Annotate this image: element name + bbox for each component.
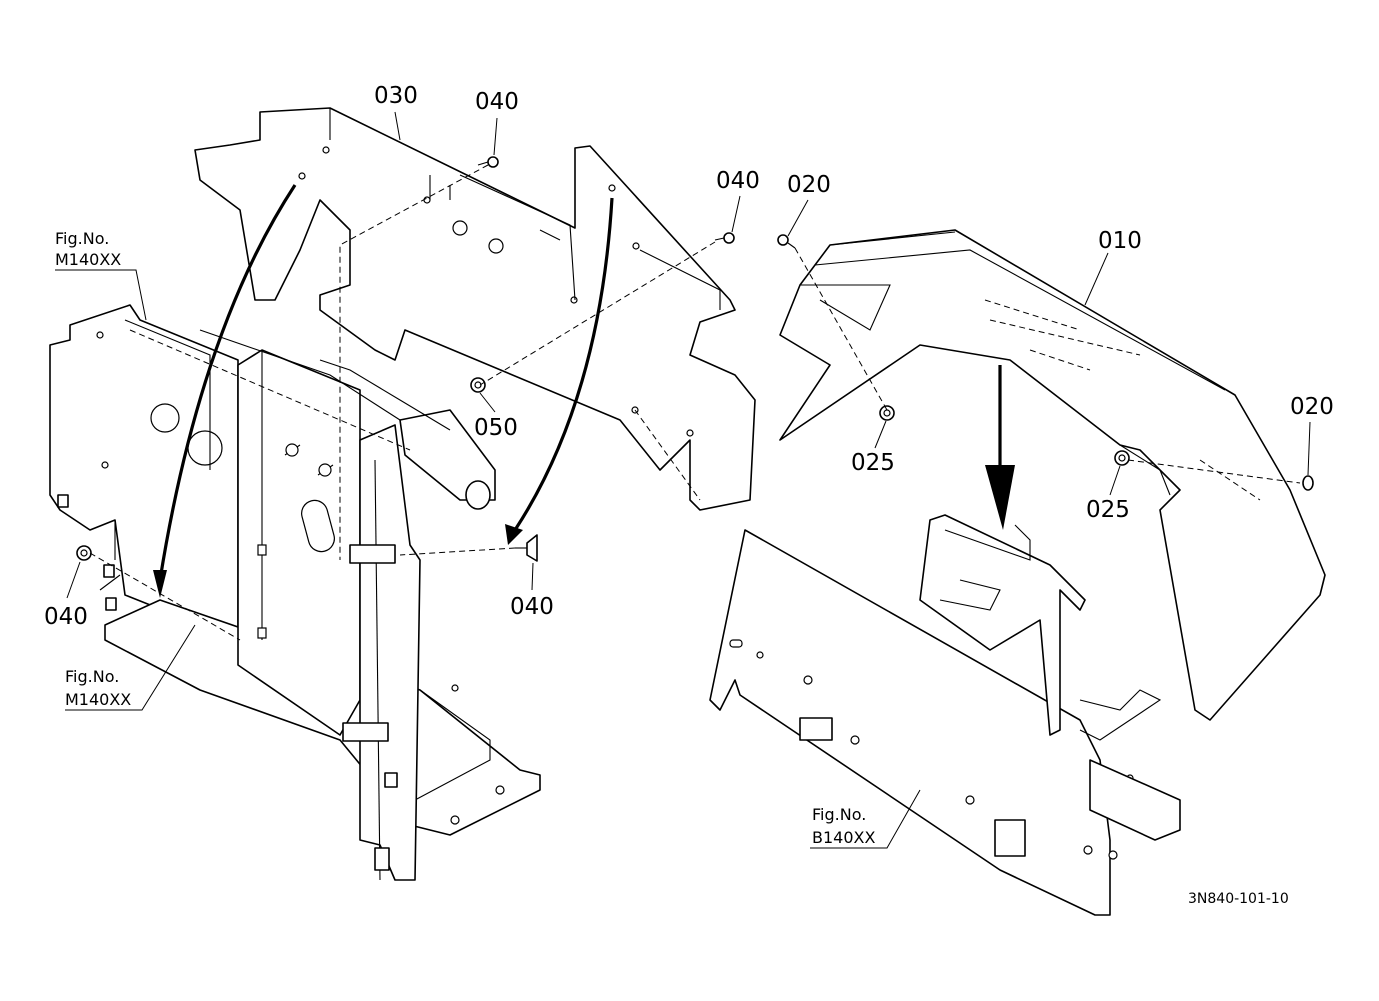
part-labels: 030 040 040 020 010 050 025 020 025 040 … [44,83,1334,630]
label-020-left: 020 [787,172,831,198]
leader-lines [55,111,1311,849]
panel-030 [194,107,756,511]
label-030: 030 [374,83,418,109]
ref-top-left-title: Fig.No. [55,229,109,248]
ref-top-left-code: M140XX [55,250,121,269]
cover-010 [779,229,1326,721]
screw-040-left-bottom [76,545,92,561]
label-025-left: 025 [851,450,895,476]
left-frame-assembly [49,304,541,881]
assembly-arrow-center [985,365,1015,530]
screw-040-top [477,156,499,168]
washer-050 [470,377,486,393]
drawing-code: 3N840-101-10 [1188,891,1289,907]
figure-references: Fig.No. M140XX Fig.No. M140XX Fig.No. B1… [55,229,875,847]
screw-020-left [777,234,796,249]
label-040-center: 040 [510,594,554,620]
washer-025-right [1114,450,1130,466]
ref-bottom-left-code: M140XX [65,690,131,709]
assembly-arrows-left [153,184,614,598]
label-040-right: 040 [716,168,760,194]
label-040-left-bottom: 040 [44,604,88,630]
label-025-right: 025 [1086,497,1130,523]
ref-bottom-left-title: Fig.No. [65,667,119,686]
screw-040-right [714,232,735,244]
screw-040-center [515,534,538,562]
screw-020-right [1302,475,1314,491]
guide-lines [89,164,1301,641]
fasteners [76,156,1314,562]
label-020-right: 020 [1290,394,1334,420]
washer-025-left [879,405,895,421]
label-050: 050 [474,415,518,441]
right-frame-assembly [709,514,1181,916]
label-040-top: 040 [475,89,519,115]
label-010: 010 [1098,228,1142,254]
ref-right-code: B140XX [812,828,875,847]
ref-right-title: Fig.No. [812,805,866,824]
